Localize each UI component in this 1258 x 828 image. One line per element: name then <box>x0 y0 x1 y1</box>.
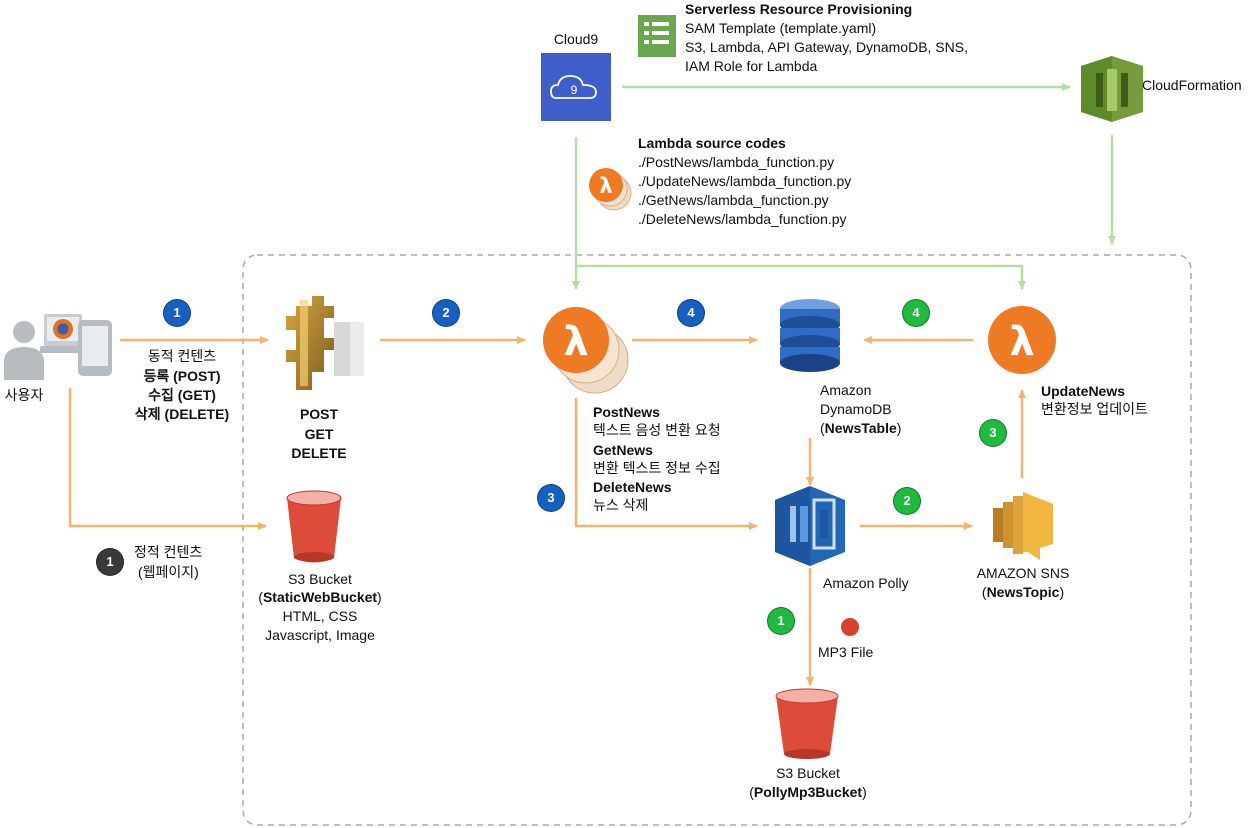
provisioning-line-3: IAM Role for Lambda <box>685 58 818 74</box>
lambda-source-file: ./UpdateNews/lambda_function.py <box>638 173 852 189</box>
sns-icon <box>993 492 1053 560</box>
postnews-desc: 텍스트 음성 변환 요청 <box>593 422 721 438</box>
deletenews-name: DeleteNews <box>593 479 672 495</box>
getnews-name: GetNews <box>593 442 653 458</box>
apigw-delete: DELETE <box>291 445 347 461</box>
s3-static-bucket-name: StaticWebBucket <box>262 589 378 605</box>
deletenews-desc: 뉴스 삭제 <box>593 497 649 513</box>
s3-mp3-bucket-icon <box>775 688 839 759</box>
step-badge-green-4: 4 <box>902 299 930 327</box>
lambda-main-icon: λ <box>543 307 629 394</box>
s3-static-bucket-icon <box>286 490 342 563</box>
dynamodb-line-1: Amazon <box>820 382 872 398</box>
step-badge-blue-4: 4 <box>677 299 705 327</box>
lambda-source-file: ./GetNews/lambda_function.py <box>638 192 829 208</box>
s3-static-line-3: HTML, CSS <box>282 608 358 624</box>
api-gateway-icon <box>286 296 364 390</box>
cloudformation-icon <box>1081 56 1143 122</box>
getnews-desc: 변환 텍스트 정보 수집 <box>593 460 721 476</box>
updatenews-name: UpdateNews <box>1041 383 1126 399</box>
user-label: 사용자 <box>4 387 44 403</box>
s3-static-name-line: (StaticWebBucket) <box>258 589 382 605</box>
step-badge-blue-1: 1 <box>163 299 191 327</box>
provisioning-line-1: SAM Template (template.yaml) <box>685 20 877 36</box>
apigw-post: POST <box>299 406 339 422</box>
lambda-source-file: ./PostNews/lambda_function.py <box>638 154 835 170</box>
mp3-label: MP3 File <box>818 644 874 660</box>
s3-mp3-bucket-name: PollyMp3Bucket <box>753 784 863 800</box>
step-badge-blue-3: 3 <box>537 484 565 512</box>
svg-text:λ: λ <box>599 174 612 198</box>
static-content-line-1: 정적 컨텐츠 <box>134 544 203 560</box>
step-badge-green-3: 3 <box>979 419 1007 447</box>
dynamic-content-delete: 삭제 (DELETE) <box>134 406 230 422</box>
dynamic-content-line-1: 동적 컨텐츠 <box>147 348 217 364</box>
static-content-line-2: (웹페이지) <box>138 564 199 580</box>
sns-label: AMAZON SNS <box>976 565 1070 581</box>
aws-cloud-boundary <box>242 254 1192 826</box>
dynamodb-name-line: (NewsTable) <box>820 420 902 436</box>
svg-text:λ: λ <box>563 319 588 365</box>
cloud9-label: Cloud9 <box>553 31 599 47</box>
s3-mp3-label: S3 Bucket <box>776 765 840 781</box>
arrow-lambda-to-polly <box>574 398 758 530</box>
dynamic-content-get: 수집 (GET) <box>148 387 216 403</box>
polly-label: Amazon Polly <box>823 575 909 591</box>
dynamodb-line-2: DynamoDB <box>820 401 892 417</box>
dynamic-content-post: 등록 (POST) <box>143 368 221 384</box>
s3-mp3-name-line: (PollyMp3Bucket) <box>749 784 867 800</box>
s3-static-label: S3 Bucket <box>288 571 352 587</box>
step-badge-green-2: 2 <box>893 487 921 515</box>
sns-name-line: (NewsTopic) <box>981 584 1065 600</box>
svg-text:λ: λ <box>1009 319 1034 365</box>
lambda-updatenews-icon: λ <box>988 306 1056 374</box>
step-badge-green-1: 1 <box>767 607 795 635</box>
user-icon <box>4 314 112 380</box>
lambda-sources-icon: λ <box>589 168 632 211</box>
mp3-file-icon <box>841 618 859 636</box>
updatenews-desc: 변환정보 업데이트 <box>1041 401 1148 417</box>
sam-template-icon <box>638 15 676 57</box>
provisioning-line-2: S3, Lambda, API Gateway, DynamoDB, SNS, <box>685 39 968 55</box>
dynamodb-icon <box>780 299 840 372</box>
polly-icon <box>775 486 845 566</box>
sns-topic-name: NewsTopic <box>986 584 1060 600</box>
step-badge-blue-2: 2 <box>432 299 460 327</box>
step-badge-dark-1: 1 <box>96 548 124 576</box>
postnews-name: PostNews <box>593 404 660 420</box>
dynamodb-table-name: NewsTable <box>824 420 897 436</box>
provisioning-title: Serverless Resource Provisioning <box>685 1 913 17</box>
svg-text:9: 9 <box>571 83 578 97</box>
arrow-user-to-s3 <box>68 388 267 530</box>
cloudformation-label: CloudFormation <box>1142 77 1242 93</box>
cloud9-icon: 9 <box>541 53 611 121</box>
lambda-source-file: ./DeleteNews/lambda_function.py <box>638 211 847 227</box>
lambda-sources-title: Lambda source codes <box>638 135 786 151</box>
arrow-cloud9-to-updatenews <box>576 264 1026 290</box>
apigw-get: GET <box>304 426 334 442</box>
s3-static-line-4: Javascript, Image <box>265 627 375 643</box>
